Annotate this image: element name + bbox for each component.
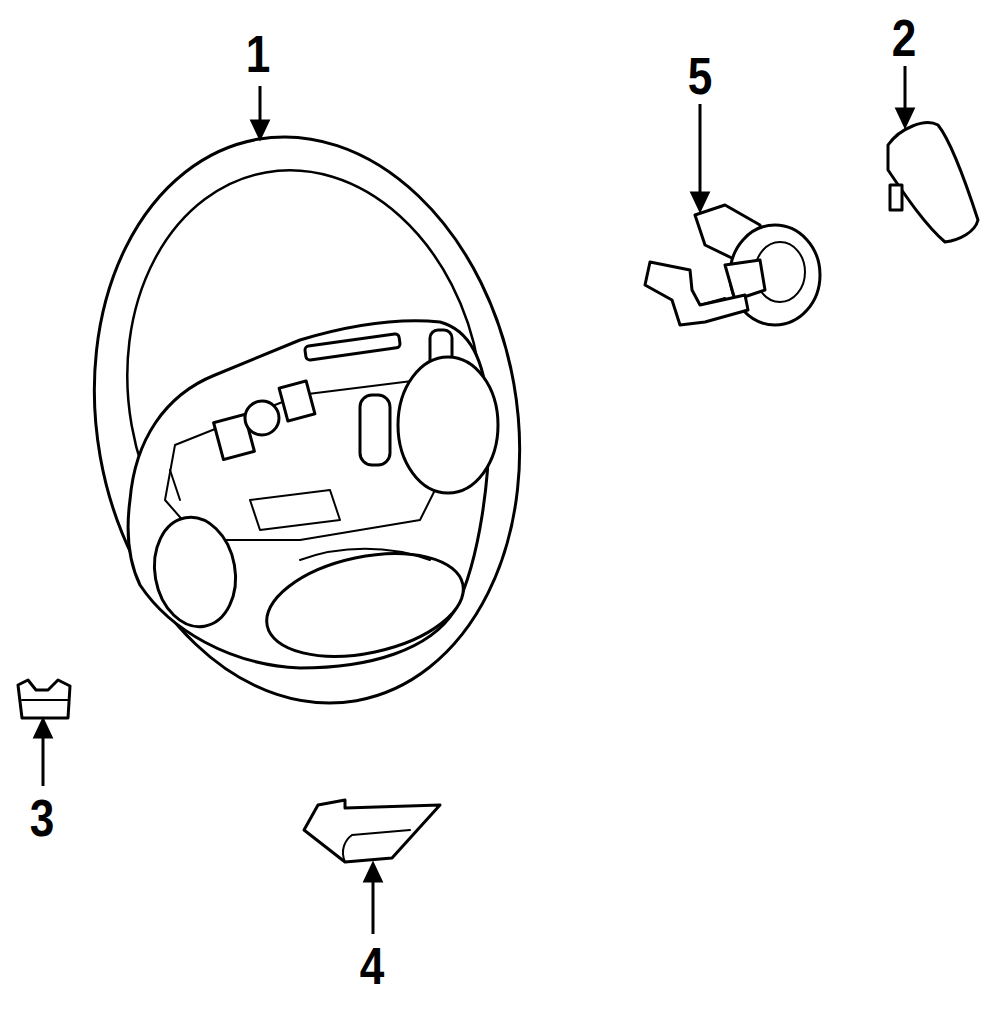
leader-line <box>372 878 375 934</box>
left-pad <box>146 511 244 633</box>
arrowhead <box>35 720 51 737</box>
leader-line <box>259 86 262 124</box>
hub-detail <box>250 490 340 530</box>
callout-number: 4 <box>360 940 385 992</box>
arrowhead <box>692 193 708 210</box>
horn-pad <box>398 357 498 493</box>
button-cover <box>888 123 978 242</box>
hub-button <box>279 381 315 421</box>
callout-number: 3 <box>30 792 55 844</box>
hub-slot <box>304 333 400 360</box>
hub-detail <box>170 470 430 560</box>
trim-cover-edge <box>343 830 410 862</box>
clip <box>18 680 70 718</box>
callout-number: 2 <box>892 12 917 64</box>
button-tab <box>890 185 902 210</box>
arrowhead <box>897 109 913 126</box>
arrowhead <box>252 121 268 138</box>
leader-line <box>699 104 702 196</box>
wheel-rim <box>51 103 564 737</box>
trim-cover <box>304 800 440 862</box>
hub-slot <box>360 395 390 465</box>
callout-number: 5 <box>688 50 713 102</box>
hub-knob <box>245 401 279 435</box>
callout-number: 1 <box>246 28 271 80</box>
leader-line <box>904 66 907 112</box>
leader-line <box>42 734 45 786</box>
arrowhead <box>365 864 381 881</box>
switch-lever <box>645 262 748 325</box>
clip-edge <box>22 699 68 701</box>
switch-wire <box>700 298 725 305</box>
leader-arrows <box>35 66 913 934</box>
lower-pad <box>257 537 473 672</box>
